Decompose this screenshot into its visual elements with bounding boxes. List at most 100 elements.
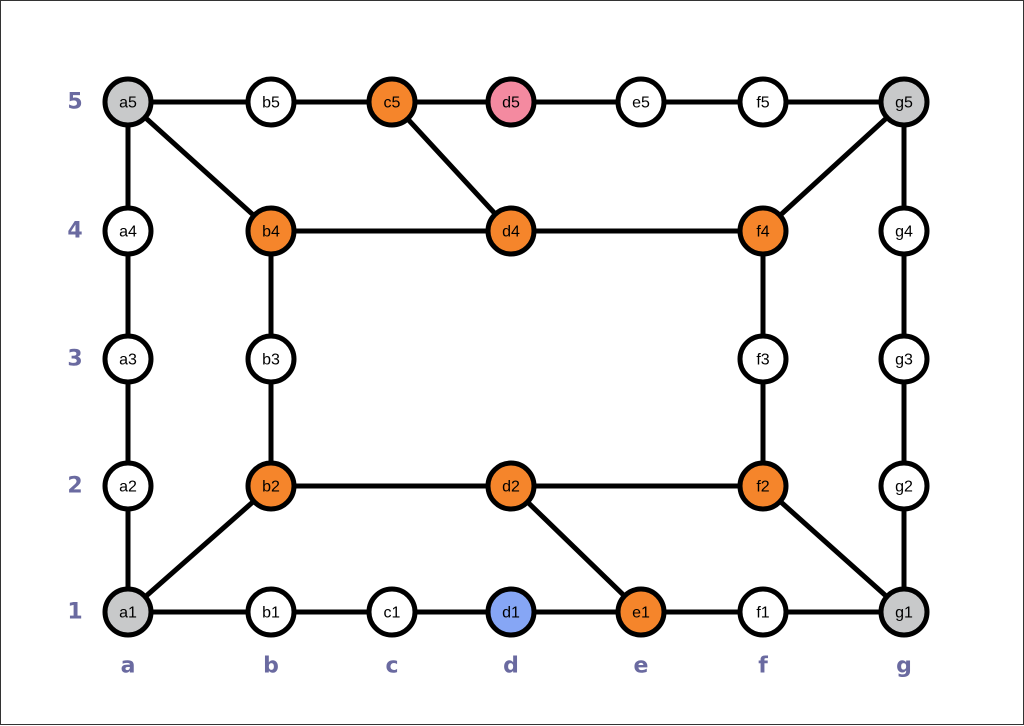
node-label: a3 bbox=[119, 352, 137, 369]
node-label: d4 bbox=[502, 224, 520, 241]
node-label: a5 bbox=[119, 95, 137, 112]
node-circle bbox=[737, 460, 789, 512]
column-label-d: d bbox=[503, 654, 519, 679]
node-b2[interactable]: b2 bbox=[245, 460, 297, 512]
node-e1[interactable]: e1 bbox=[615, 586, 667, 638]
node-circle bbox=[878, 586, 930, 638]
node-circle bbox=[878, 205, 930, 257]
node-a5[interactable]: a5 bbox=[102, 76, 154, 128]
node-label: d5 bbox=[502, 95, 520, 112]
node-f1[interactable]: f1 bbox=[737, 586, 789, 638]
edge-f2-g1 bbox=[760, 483, 907, 615]
node-b1[interactable]: b1 bbox=[245, 586, 297, 638]
nodes: a5 b5 c5 d5 e5 f5 g5 a4 b4 d4 f4 g4 a3 b3 f3 g3 a2 b2 d2 f2… bbox=[102, 76, 930, 638]
node-circle bbox=[737, 205, 789, 257]
node-label: g1 bbox=[895, 605, 913, 622]
node-circle bbox=[737, 333, 789, 385]
column-label-b: b bbox=[263, 654, 279, 679]
node-circle bbox=[245, 460, 297, 512]
node-circle bbox=[102, 586, 154, 638]
edge-a1-b2 bbox=[125, 483, 274, 615]
node-label: e5 bbox=[632, 95, 650, 112]
node-a1[interactable]: a1 bbox=[102, 586, 154, 638]
node-label: g5 bbox=[895, 95, 913, 112]
node-f5[interactable]: f5 bbox=[737, 76, 789, 128]
column-label-g: g bbox=[896, 654, 912, 679]
node-circle bbox=[615, 586, 667, 638]
node-label: b3 bbox=[262, 352, 280, 369]
node-d2[interactable]: d2 bbox=[485, 460, 537, 512]
node-circle bbox=[366, 586, 418, 638]
node-label: c1 bbox=[384, 605, 401, 622]
row-label-5: 5 bbox=[67, 90, 82, 115]
node-label: a2 bbox=[119, 479, 137, 496]
node-label: d2 bbox=[502, 479, 520, 496]
node-a2[interactable]: a2 bbox=[102, 460, 154, 512]
node-g5[interactable]: g5 bbox=[878, 76, 930, 128]
node-circle bbox=[102, 76, 154, 128]
node-a4[interactable]: a4 bbox=[102, 205, 154, 257]
node-label: f3 bbox=[756, 352, 769, 369]
node-g1[interactable]: g1 bbox=[878, 586, 930, 638]
node-label: f4 bbox=[756, 224, 769, 241]
node-label: e1 bbox=[632, 605, 650, 622]
node-c1[interactable]: c1 bbox=[366, 586, 418, 638]
edge-d2-e1 bbox=[508, 483, 644, 615]
node-d1[interactable]: d1 bbox=[485, 586, 537, 638]
node-circle bbox=[485, 205, 537, 257]
node-label: d1 bbox=[502, 605, 520, 622]
node-label: b4 bbox=[262, 224, 280, 241]
node-label: a4 bbox=[119, 224, 137, 241]
node-b3[interactable]: b3 bbox=[245, 333, 297, 385]
node-circle bbox=[245, 205, 297, 257]
node-circle bbox=[878, 76, 930, 128]
node-g2[interactable]: g2 bbox=[878, 460, 930, 512]
node-f2[interactable]: f2 bbox=[737, 460, 789, 512]
node-label: g3 bbox=[895, 352, 913, 369]
node-d5[interactable]: d5 bbox=[485, 76, 537, 128]
node-label: a1 bbox=[119, 605, 137, 622]
node-circle bbox=[485, 76, 537, 128]
node-label: b5 bbox=[262, 95, 280, 112]
node-label: f2 bbox=[756, 479, 769, 496]
node-e5[interactable]: e5 bbox=[615, 76, 667, 128]
node-circle bbox=[485, 586, 537, 638]
node-circle bbox=[102, 333, 154, 385]
node-g4[interactable]: g4 bbox=[878, 205, 930, 257]
node-b5[interactable]: b5 bbox=[245, 76, 297, 128]
node-circle bbox=[245, 76, 297, 128]
node-c5[interactable]: c5 bbox=[366, 76, 418, 128]
node-circle bbox=[366, 76, 418, 128]
node-circle bbox=[737, 586, 789, 638]
node-label: c5 bbox=[384, 95, 401, 112]
node-label: g2 bbox=[895, 479, 913, 496]
node-label: g4 bbox=[895, 224, 913, 241]
row-label-1: 1 bbox=[67, 600, 82, 625]
node-label: f5 bbox=[756, 95, 769, 112]
node-f4[interactable]: f4 bbox=[737, 205, 789, 257]
row-label-2: 2 bbox=[67, 474, 82, 499]
node-circle bbox=[878, 333, 930, 385]
column-label-f: f bbox=[758, 654, 768, 679]
node-circle bbox=[245, 586, 297, 638]
node-circle bbox=[245, 333, 297, 385]
node-f3[interactable]: f3 bbox=[737, 333, 789, 385]
node-circle bbox=[102, 205, 154, 257]
edge-g5-f4 bbox=[760, 99, 907, 234]
node-circle bbox=[102, 460, 154, 512]
node-circle bbox=[737, 76, 789, 128]
column-label-c: c bbox=[385, 654, 398, 679]
node-label: f1 bbox=[756, 605, 769, 622]
row-label-3: 3 bbox=[67, 347, 82, 372]
node-g3[interactable]: g3 bbox=[878, 333, 930, 385]
node-label: b1 bbox=[262, 605, 280, 622]
row-label-4: 4 bbox=[67, 219, 82, 244]
node-b4[interactable]: b4 bbox=[245, 205, 297, 257]
node-a3[interactable]: a3 bbox=[102, 333, 154, 385]
node-d4[interactable]: d4 bbox=[485, 205, 537, 257]
node-circle bbox=[615, 76, 667, 128]
column-label-a: a bbox=[121, 654, 136, 679]
